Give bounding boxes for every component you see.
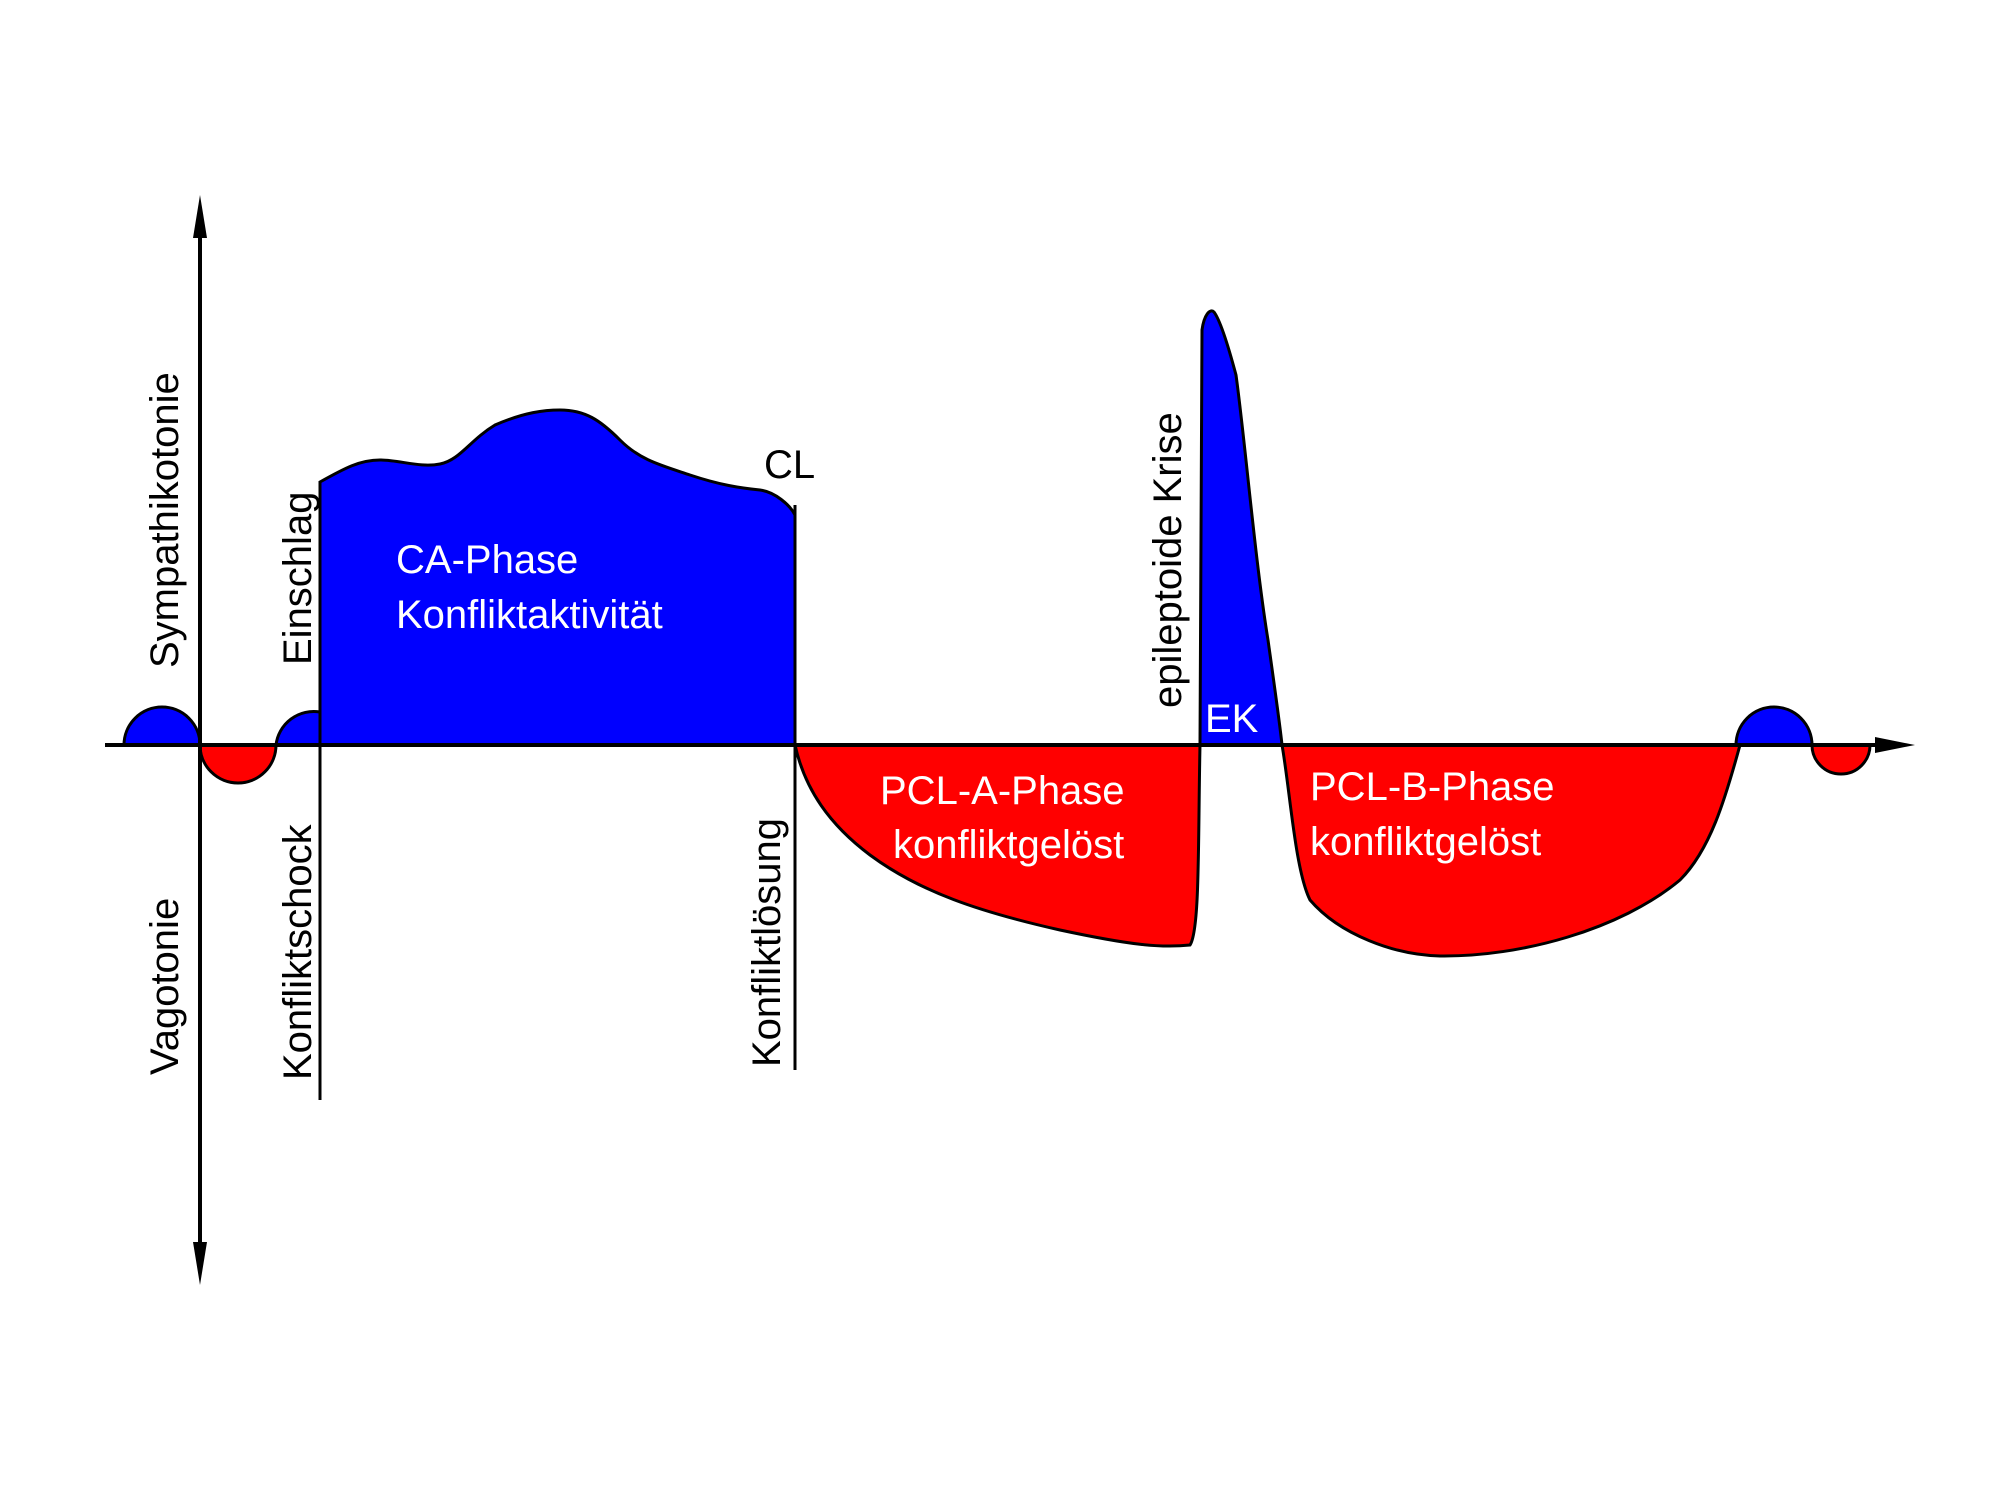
vagotonia-label: Vagotonie — [143, 898, 187, 1075]
pcl-b-phase-description: konfliktgelöst — [1310, 820, 1541, 864]
sympathicotonia-label: Sympathikotonie — [143, 372, 187, 668]
konfliktschock-label: Konfliktschock — [276, 823, 320, 1080]
epileptoid-crisis-spike — [1198, 309, 1284, 747]
pcl-a-phase-area — [793, 743, 1202, 948]
ca-phase-area — [318, 408, 797, 747]
baseline-vagotonia-hump-right — [1810, 743, 1872, 776]
baseline-vagotonia-hump-left — [198, 743, 278, 785]
ca-phase-name: CA-Phase — [396, 538, 578, 582]
einschlag-label: Einschlag — [276, 492, 320, 665]
ek-label: EK — [1205, 697, 1259, 741]
vertical-axis-arrowhead-bottom — [193, 1242, 207, 1285]
baseline-sympathicotonia-hump-right — [1734, 705, 1814, 747]
einschlag-hump — [274, 709, 322, 747]
time-axis-arrowhead — [1875, 737, 1915, 753]
pcl-b-phase-area — [1280, 743, 1742, 958]
baseline-sympathicotonia-hump-left — [122, 705, 202, 747]
ca-phase-description: Konfliktaktivität — [396, 593, 663, 637]
vertical-axis-arrowhead-top — [193, 195, 207, 238]
cl-label: CL — [764, 443, 815, 487]
pcl-a-phase-description: konfliktgelöst — [893, 823, 1124, 867]
epileptoid-crisis-label: epileptoide Krise — [1146, 412, 1190, 708]
pcl-a-phase-name: PCL-A-Phase — [880, 769, 1125, 813]
pcl-b-phase-name: PCL-B-Phase — [1310, 765, 1555, 809]
konfliktloesung-label: Konfliktlösung — [745, 818, 789, 1067]
